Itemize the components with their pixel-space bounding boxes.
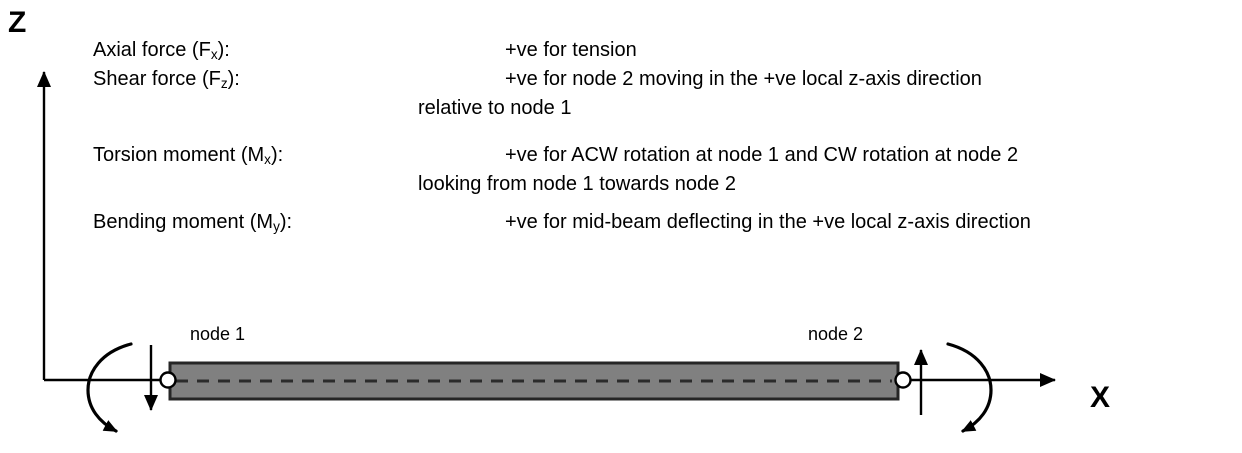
node-2-label: node 2 [808, 324, 864, 344]
legend-term-shear-force: Shear force (Fz): [93, 68, 240, 91]
legend-term-axial-force-suffix: ): [217, 39, 230, 61]
legend-term-axial-force-prefix: Axial force (F [93, 39, 211, 61]
node-1-marker [159, 371, 177, 389]
legend-desc-axial-force: +ve for tension [505, 39, 637, 61]
legend-term-shear-force-prefix: Shear force (F [93, 68, 221, 90]
legend-term-shear-force-suffix: ): [227, 68, 240, 90]
node-2-marker [894, 371, 912, 389]
legend-desc-torsion-moment-continuation: looking from node 1 towards node 2 [418, 173, 736, 195]
legend-term-bending-moment: Bending moment (My): [93, 211, 293, 234]
legend-desc-shear-force: +ve for node 2 moving in the +ve local z… [505, 68, 982, 90]
legend-term-torsion-moment-suffix: ): [270, 144, 284, 166]
legend-term-bending-moment-suffix: ): [279, 211, 293, 233]
legend-desc-torsion-moment: +ve for ACW rotation at node 1 and CW ro… [505, 144, 1019, 166]
legend-term-shear-force-subscript: z [220, 75, 228, 91]
legend-term-torsion-moment: Torsion moment (Mx): [93, 144, 284, 167]
z-axis-label: Z [8, 6, 27, 39]
legend-term-axial-force: Axial force (Fx): [93, 39, 230, 62]
node-1-label: node 1 [190, 324, 246, 344]
legend-term-bending-moment-subscript: y [273, 218, 280, 234]
legend-desc-shear-force-continuation: relative to node 1 [418, 97, 572, 119]
legend-term-torsion-moment-prefix: Torsion moment (M [93, 144, 265, 166]
x-axis-label: X [1090, 381, 1111, 414]
legend-term-torsion-moment-subscript: x [264, 151, 271, 167]
node-1-torsion-moment-arc [86, 342, 133, 433]
legend-term-bending-moment-prefix: Bending moment (M [93, 211, 274, 233]
legend-term-axial-force-subscript: x [210, 46, 218, 62]
node-2-torsion-moment-arc [946, 342, 993, 433]
legend-desc-bending-moment: +ve for mid-beam deflecting in the +ve l… [505, 211, 1031, 233]
